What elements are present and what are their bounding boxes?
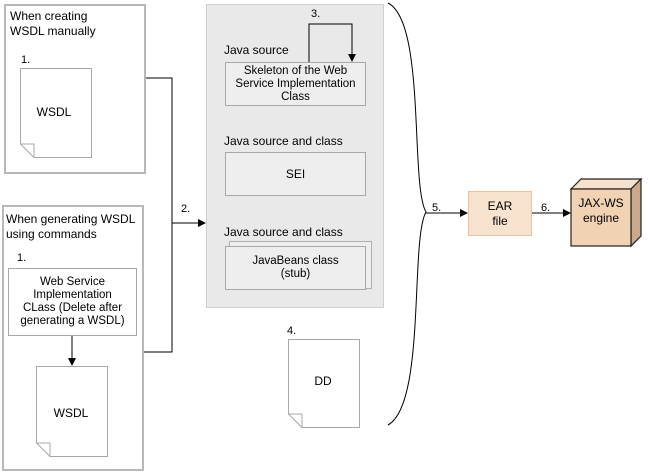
document-icon: [36, 366, 108, 457]
skeleton-line2: Service Implementation: [235, 77, 356, 90]
jaxws-engine-label: JAX-WS engine: [571, 196, 631, 226]
command-group-title-line1: When generating WSDL: [6, 212, 136, 226]
engine-line2: engine: [582, 211, 620, 225]
manual-wsdl-label: WSDL: [36, 105, 72, 119]
skeleton-class-box: Skeleton of the Web Service Implementati…: [225, 62, 366, 106]
sei-source-label: Java source and class: [224, 134, 343, 148]
document-icon: [20, 68, 92, 158]
manual-wsdl-document: WSDL: [20, 68, 92, 158]
impl-class-line4: generating a WSDL): [20, 315, 125, 327]
manual-group-title-line2: WSDL manually: [10, 24, 96, 38]
ear-line1: EAR: [487, 198, 513, 213]
step3-loop-arrow: [308, 23, 356, 62]
step-3-label: 3.: [311, 8, 321, 20]
java-source-label: Java source: [224, 43, 289, 57]
ear-file-box: EAR file: [468, 191, 532, 236]
javabeans-line2: (stub): [280, 268, 311, 280]
dd-document: DD: [288, 339, 360, 428]
command-wsdl-document: WSDL: [36, 366, 108, 457]
impl-class-line3: CLass (Delete after: [22, 302, 123, 314]
sei-box: SEI: [225, 152, 366, 196]
sei-box-label: SEI: [285, 166, 306, 181]
impl-class-line1: Web Service: [40, 276, 105, 288]
command-group-title-line2: using commands: [6, 227, 97, 241]
manual-to-bracket-line: [144, 77, 173, 353]
javabeans-line1: JavaBeans class: [252, 255, 339, 267]
ear-line2: file: [492, 213, 508, 228]
skeleton-line3: Class: [281, 90, 310, 103]
step-4-label: 4.: [287, 325, 297, 337]
jaxws-engine-cube: [570, 178, 643, 248]
skeleton-line1: Skeleton of the Web: [243, 64, 348, 77]
step-6-label: 6.: [541, 202, 551, 214]
impl-class-box: Web Service Implementation CLass (Delete…: [8, 268, 137, 336]
collecting-brace: [387, 2, 427, 426]
step-5-label: 5.: [432, 202, 442, 214]
document-icon: [288, 339, 360, 428]
dd-label: DD: [314, 374, 332, 388]
javabeans-source-label: Java source and class: [224, 225, 343, 239]
command-step-1-label: 1.: [17, 252, 27, 264]
manual-step-1-label: 1.: [21, 54, 31, 66]
javabeans-box: JavaBeans class (stub): [225, 246, 366, 290]
manual-group-title-line1: When creating: [10, 9, 88, 23]
command-wsdl-label: WSDL: [53, 406, 89, 420]
engine-line1: JAX-WS: [578, 196, 624, 210]
impl-class-line2: Implementation: [33, 289, 112, 301]
step-2-label: 2.: [181, 203, 191, 215]
